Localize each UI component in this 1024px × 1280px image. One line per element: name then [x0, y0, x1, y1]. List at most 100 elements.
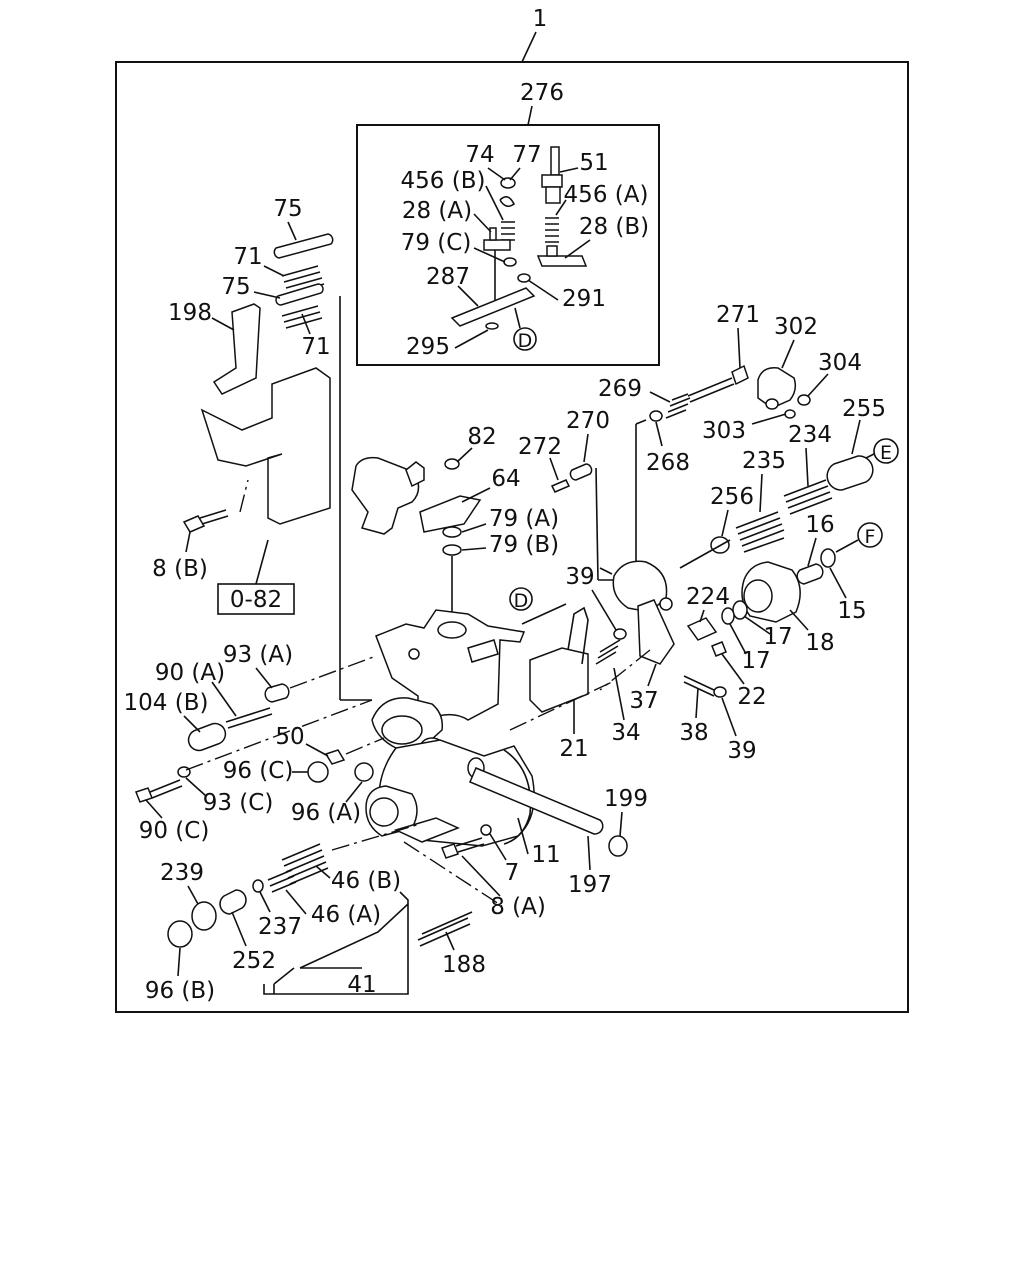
leader-37 [647, 663, 657, 687]
callout-304: 304 [818, 350, 862, 376]
leader-15 [829, 567, 847, 599]
callout-71b: 71 [301, 334, 330, 360]
part-8b-head [182, 515, 206, 533]
leader-268 [655, 421, 663, 447]
axis-37 [599, 649, 651, 691]
callout-sub-assembly: 276 [520, 80, 564, 106]
callout-f: F [865, 526, 876, 548]
part-456b-spring [501, 221, 515, 241]
part-252-retainer [219, 889, 247, 915]
part-303-washer [784, 409, 796, 419]
callout-224: 224 [686, 584, 730, 610]
callout-272: 272 [518, 434, 562, 460]
spring-stack-parts [710, 455, 874, 585]
part-96b-plug [167, 920, 193, 948]
guide-holder [599, 567, 613, 575]
part-302-cover [757, 367, 797, 409]
leader-96b [177, 947, 181, 977]
part-188-stud [417, 911, 473, 947]
axis-8a [403, 841, 503, 907]
part-39-nut-lower [713, 686, 727, 698]
callout-8a: 8 (A) [490, 894, 546, 920]
part-272-screw [550, 479, 571, 493]
part-237-washer [252, 879, 264, 893]
part-21-bracket [529, 647, 589, 713]
callout-79a: 79 (A) [489, 506, 559, 532]
leader-255 [851, 419, 861, 455]
part-96a-plug [354, 762, 374, 782]
sub-assembly-box [356, 124, 660, 366]
leader-79c [473, 247, 506, 263]
part-287-plate [450, 287, 536, 327]
part-39-nut-upper [613, 628, 627, 640]
part-268-seat [649, 410, 663, 422]
callout-291: 291 [562, 286, 606, 312]
callout-287: 287 [426, 264, 470, 290]
part-295-pin [485, 322, 499, 330]
callout-22: 22 [737, 684, 766, 710]
leader-50 [305, 743, 329, 757]
callout-28a: 28 (A) [402, 198, 472, 224]
part-271-shaft [687, 377, 735, 403]
leader-8a [461, 855, 501, 897]
callout-75a: 75 [273, 196, 302, 222]
callout-269: 269 [598, 376, 642, 402]
callout-198: 198 [168, 300, 212, 326]
leader-75b [253, 291, 281, 299]
ref-box-082 [217, 583, 295, 615]
part-28a-lever [483, 239, 511, 251]
part-46b-spring [281, 843, 329, 885]
part-17-ring-inner [721, 607, 735, 625]
part-37-lever [637, 599, 675, 665]
callout-15: 15 [837, 598, 866, 624]
leader-224 [699, 609, 705, 623]
ref-box-082-label: 0-82 [230, 587, 282, 613]
callout-90a: 90 (A) [155, 660, 225, 686]
callout-64: 64 [491, 466, 520, 492]
sub-assembly-parts [450, 146, 588, 330]
governor-lever-parts [351, 456, 482, 556]
housing-lower-foot [393, 817, 460, 843]
axis-46b [331, 823, 421, 851]
part-governor-lever-cam [405, 461, 425, 488]
part-90a-bolt [225, 707, 273, 729]
part-79c-washer [503, 257, 517, 267]
part-255-cap [826, 455, 874, 491]
callout-17a: 17 [763, 624, 792, 650]
leader-assembly [521, 31, 537, 63]
part-224-block [686, 617, 718, 641]
part-93a-nut [264, 683, 290, 703]
part-456a-spring [545, 217, 559, 243]
leader-82 [456, 447, 473, 463]
part-96c-plug [307, 761, 329, 783]
part-198-bracket [212, 303, 261, 395]
leader-302 [781, 339, 795, 369]
callout-34: 34 [611, 720, 640, 746]
upper-right-parts [649, 364, 811, 422]
callout-302: 302 [774, 314, 818, 340]
part-28a-pin [489, 227, 497, 241]
guide-270 [595, 467, 599, 581]
leader-f [835, 539, 859, 553]
left-linkage-parts [182, 233, 334, 533]
callout-456a: 456 (A) [564, 182, 649, 208]
part-50-nut [324, 749, 346, 765]
guide-d-main [521, 603, 567, 625]
housing-side-curve [503, 749, 532, 845]
callout-28b: 28 (B) [579, 214, 649, 240]
part-21-arm [567, 606, 589, 665]
housing-stud [408, 648, 420, 660]
assembly-frame [115, 61, 909, 1013]
leader-38 [695, 687, 699, 719]
callout-256: 256 [710, 484, 754, 510]
part-17-ring-outer [732, 600, 748, 620]
leader-46b [315, 865, 331, 879]
part-302-boss [765, 398, 779, 410]
callout-104b: 104 (B) [124, 690, 209, 716]
leader-e [865, 453, 875, 459]
leader-46a [285, 889, 307, 915]
callout-239: 239 [160, 860, 204, 886]
callout-255: 255 [842, 396, 886, 422]
callout-11: 11 [531, 842, 560, 868]
